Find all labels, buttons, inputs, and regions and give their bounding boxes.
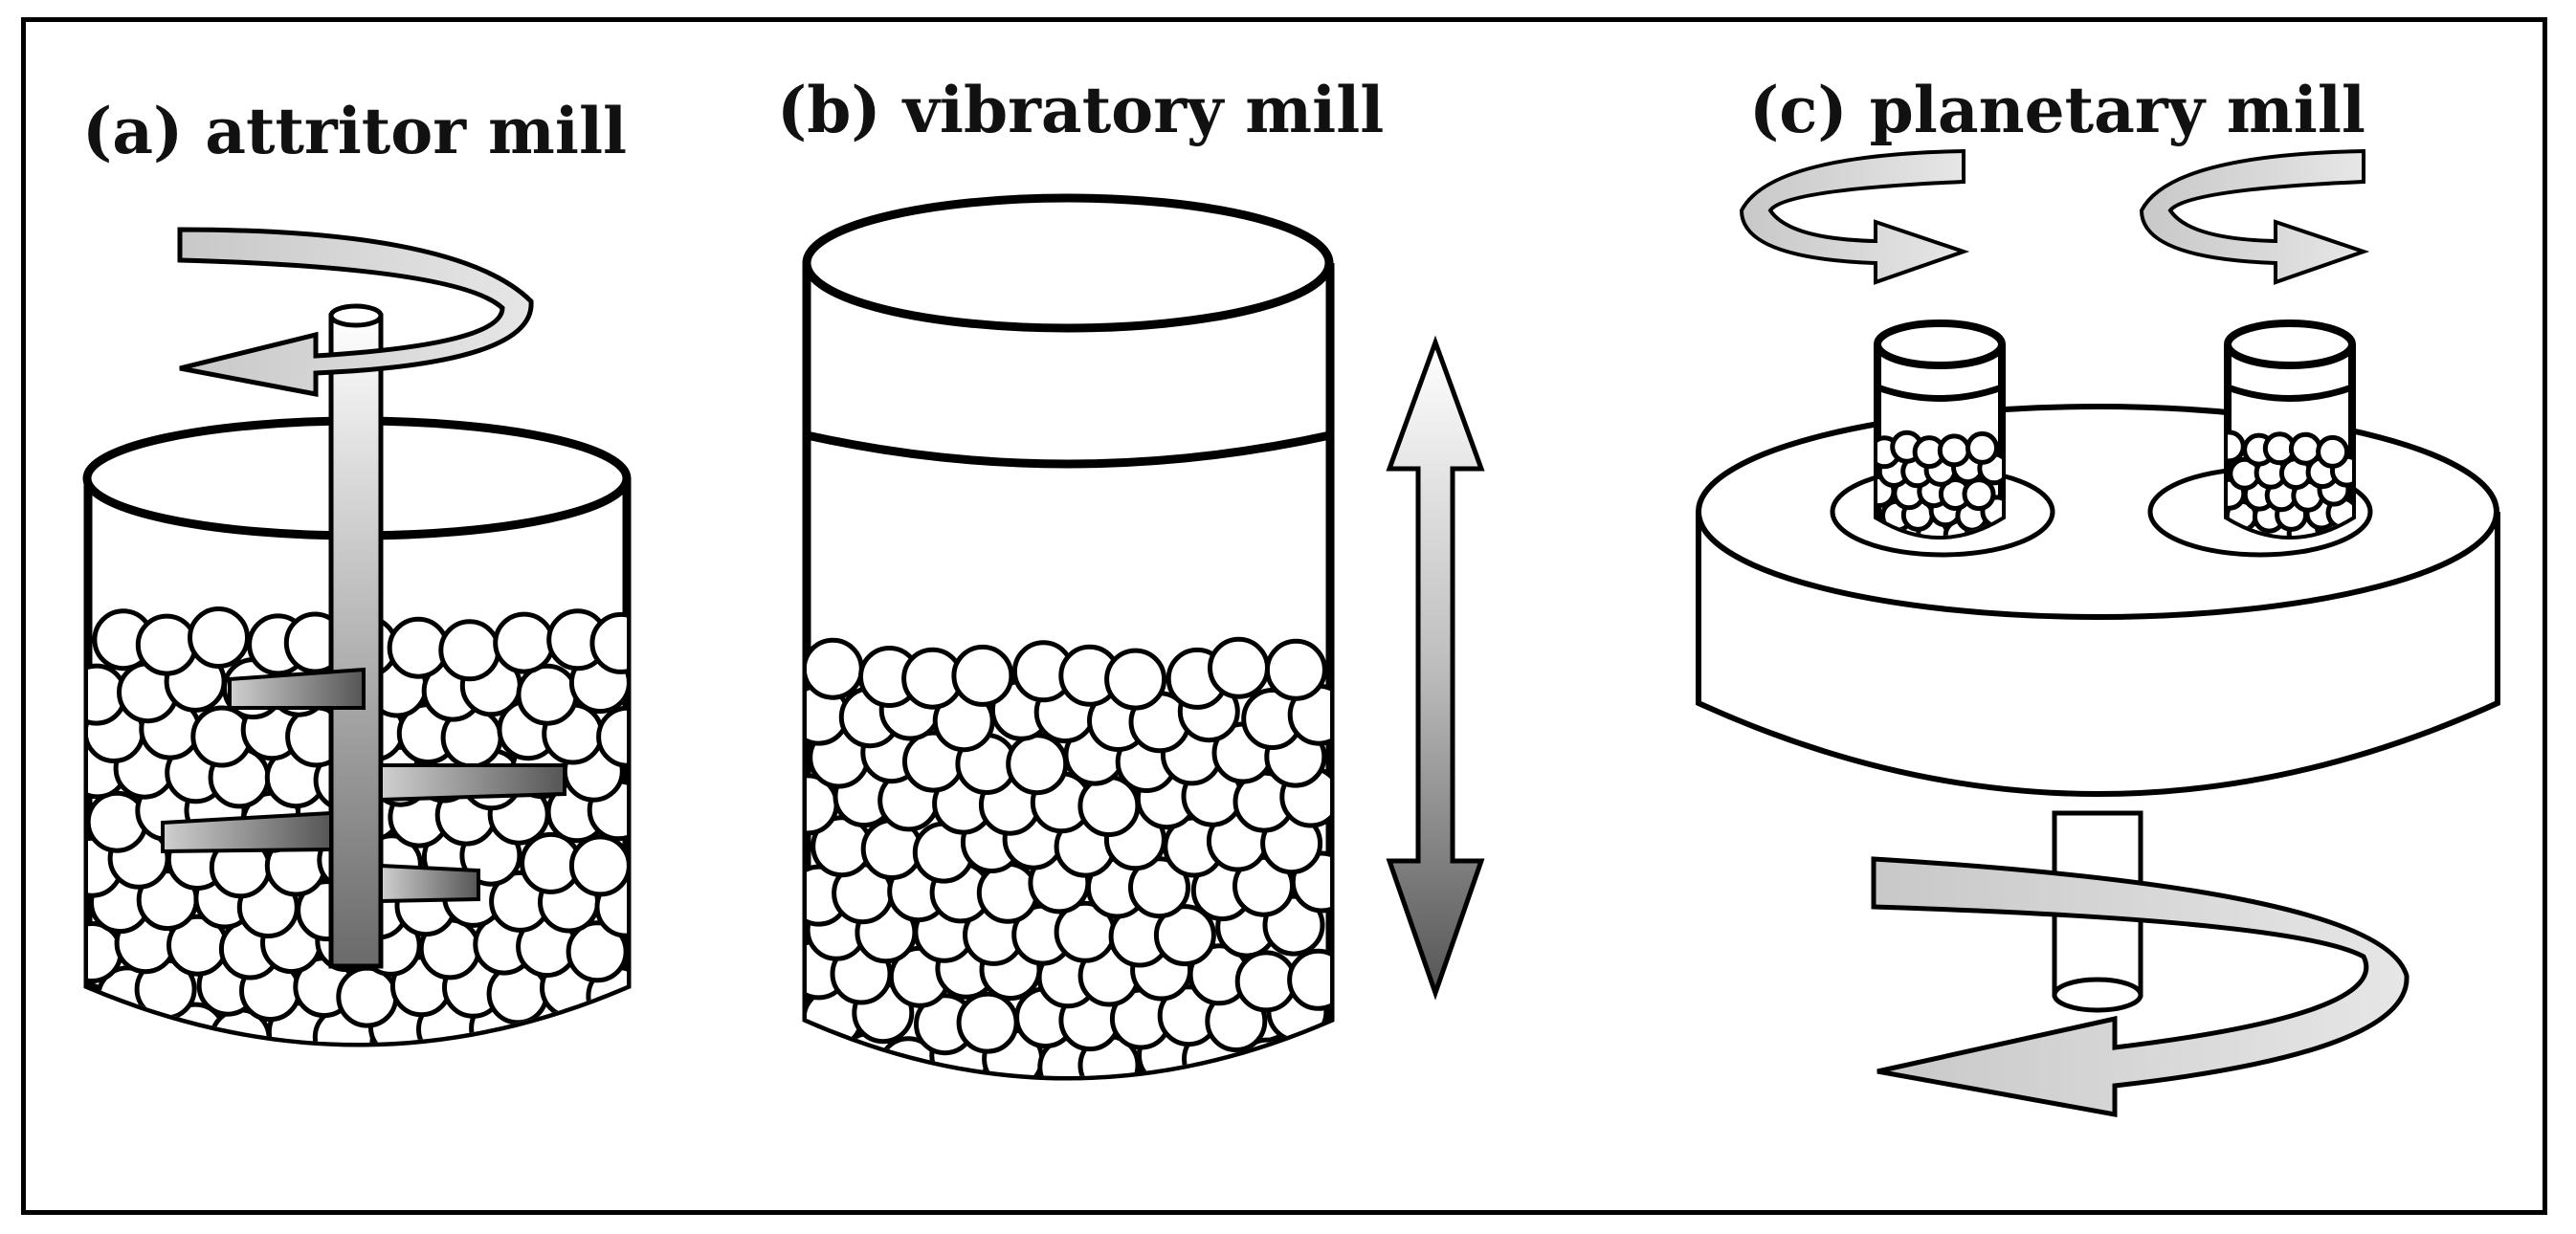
- milling-ball: [1965, 430, 1999, 465]
- attritor-mill-drawing: [82, 227, 632, 1047]
- milling-ball: [88, 663, 128, 726]
- vibratory-balls: [807, 636, 1330, 1076]
- milling-ball: [1287, 948, 1330, 1011]
- milling-ball: [568, 834, 627, 897]
- milling-ball: [596, 705, 627, 768]
- planetary-vial-right: [2224, 320, 2356, 540]
- milling-ball: [1208, 636, 1270, 699]
- milling-ball: [1937, 433, 1971, 468]
- disc-rotation-arrow-icon: [1871, 856, 2409, 1117]
- milling-ball: [387, 616, 450, 679]
- milling-ball: [1104, 648, 1167, 711]
- attritor-blades: [161, 667, 566, 904]
- vial-rotation-arrow-icon: [2139, 148, 2370, 285]
- milling-ball: [1234, 950, 1298, 1013]
- milling-ball: [493, 611, 556, 674]
- milling-ball: [951, 644, 1014, 707]
- label-vibratory-mill: (b) vibratory mill: [777, 73, 1385, 147]
- vertical-double-arrow-icon: [1386, 335, 1485, 1001]
- label-planetary-mill: (c) planetary mill: [1749, 73, 2365, 147]
- milling-ball: [1153, 904, 1216, 967]
- milling-ball: [1264, 638, 1327, 701]
- milling-ball: [566, 920, 627, 983]
- label-attritor-mill: (a) attritor mill: [82, 94, 628, 168]
- rotation-arrow-icon: [177, 227, 534, 398]
- milling-ball: [2316, 434, 2350, 469]
- milling-ball: [2288, 431, 2322, 466]
- vibratory-mill-drawing: [802, 193, 1485, 1081]
- planetary-mill-drawing: [1696, 148, 2500, 1117]
- milling-ball: [807, 637, 864, 700]
- milling-ball: [88, 1003, 127, 1043]
- planetary-vial-left: [1874, 320, 2006, 540]
- milling-ball: [438, 619, 501, 682]
- milling-ball: [135, 613, 198, 676]
- milling-ball: [807, 1031, 848, 1076]
- milling-ball: [516, 663, 579, 726]
- milling-ball: [188, 606, 250, 669]
- milling-ball: [336, 965, 399, 1028]
- vial-rotation-arrow-icon: [1739, 148, 1970, 285]
- milling-ball: [589, 611, 627, 674]
- milling-ball: [1006, 733, 1069, 796]
- milling-ball: [956, 991, 1019, 1054]
